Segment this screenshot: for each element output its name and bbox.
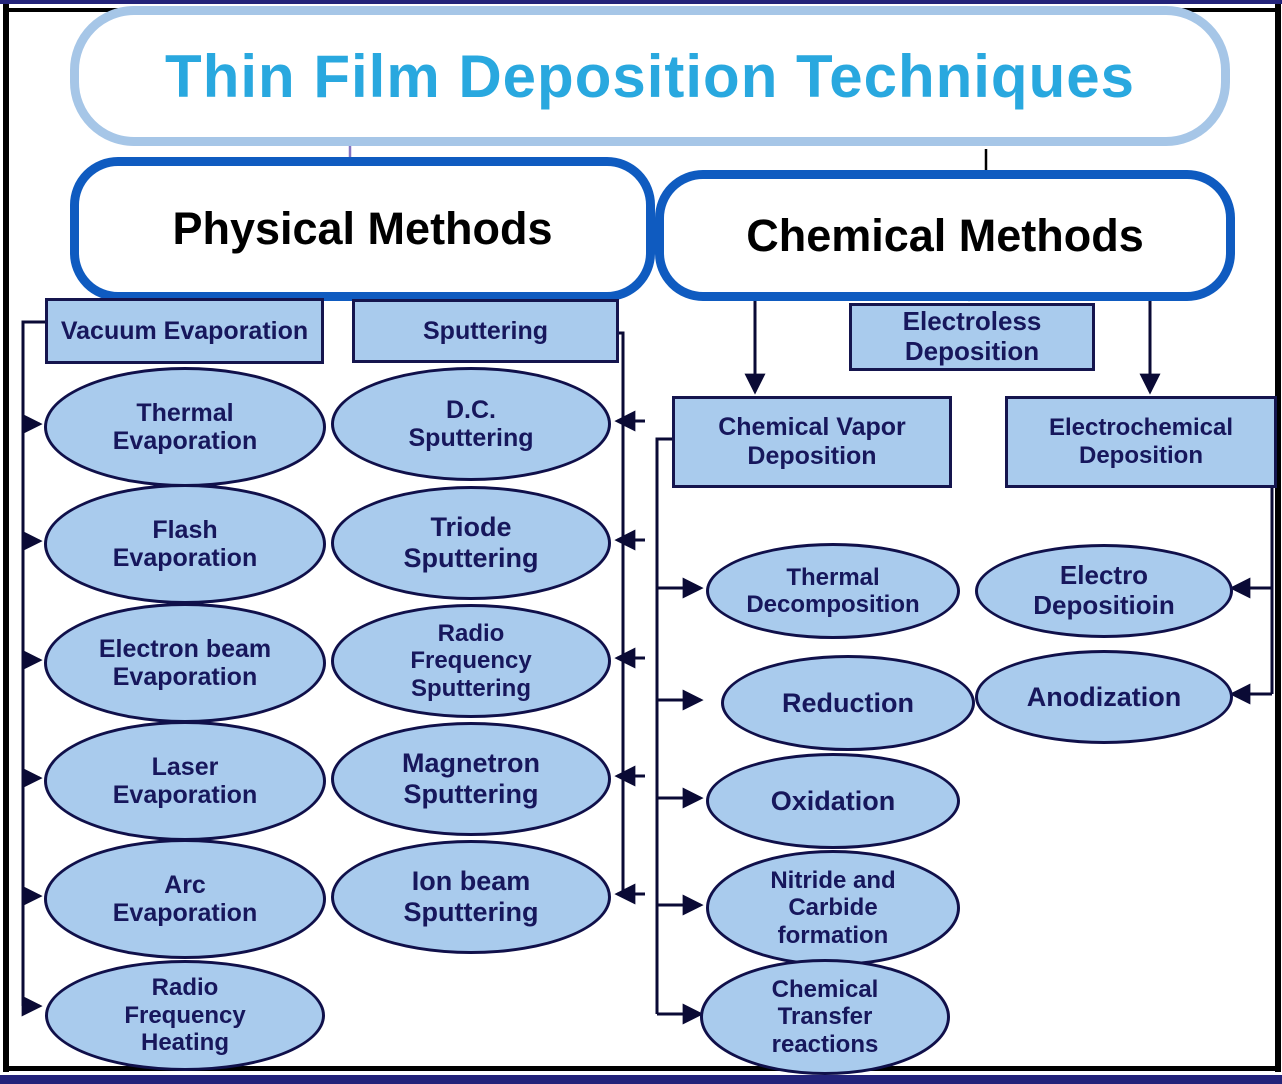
node-laser-evaporation: Laser Evaporation [44, 721, 326, 841]
node-oxidation: Oxidation [706, 753, 960, 849]
frame-left-line [3, 2, 9, 1072]
branch-chemical-methods: Chemical Methods [655, 170, 1235, 301]
node-thermal-decomposition: Thermal Decomposition [706, 543, 960, 639]
node-nitride-and-carbide-formation: Nitride and Carbide formation [706, 850, 960, 966]
node-radio-frequency-heating: Radio Frequency Heating [45, 960, 325, 1071]
chemical-connectors [655, 280, 1274, 1025]
node-radio-frequency-sputtering: Radio Frequency Sputtering [331, 604, 611, 718]
physical-methods-label: Physical Methods [172, 203, 553, 254]
category-chemical-vapor-deposition: Chemical Vapor Deposition [672, 396, 952, 488]
node-magnetron-sputtering: Magnetron Sputtering [331, 722, 611, 836]
node-dc-sputtering: D.C. Sputtering [331, 367, 611, 481]
branch-physical-methods: Physical Methods [70, 157, 655, 301]
category-sputtering: Sputtering [352, 299, 619, 363]
frame-bottom-line [3, 1066, 1278, 1071]
node-arc-evaporation: Arc Evaporation [44, 839, 326, 959]
frame-right-line [1275, 2, 1281, 1072]
node-flash-evaporation: Flash Evaporation [44, 484, 326, 604]
category-electrochemical-deposition: Electrochemical Deposition [1005, 396, 1277, 488]
diagram-title-box: Thin Film Deposition Techniques [70, 6, 1230, 146]
chemical-methods-label: Chemical Methods [746, 209, 1144, 261]
category-electroless-deposition: Electroless Deposition [849, 303, 1095, 371]
bottom-navy-strip [0, 1075, 1282, 1084]
node-ion-beam-sputtering: Ion beam Sputtering [331, 840, 611, 954]
category-vacuum-evaporation: Vacuum Evaporation [45, 298, 324, 364]
node-electron-beam-evaporation: Electron beam Evaporation [44, 603, 326, 723]
diagram-title: Thin Film Deposition Techniques [165, 42, 1135, 110]
node-triode-sputtering: Triode Sputtering [331, 486, 611, 600]
top-navy-strip [0, 0, 1282, 4]
node-electro-deposition: Electro Depositioin [975, 544, 1233, 638]
node-reduction: Reduction [721, 655, 975, 751]
node-thermal-evaporation: Thermal Evaporation [44, 367, 326, 487]
node-chemical-transfer-reactions: Chemical Transfer reactions [700, 959, 950, 1075]
node-anodization: Anodization [975, 650, 1233, 744]
